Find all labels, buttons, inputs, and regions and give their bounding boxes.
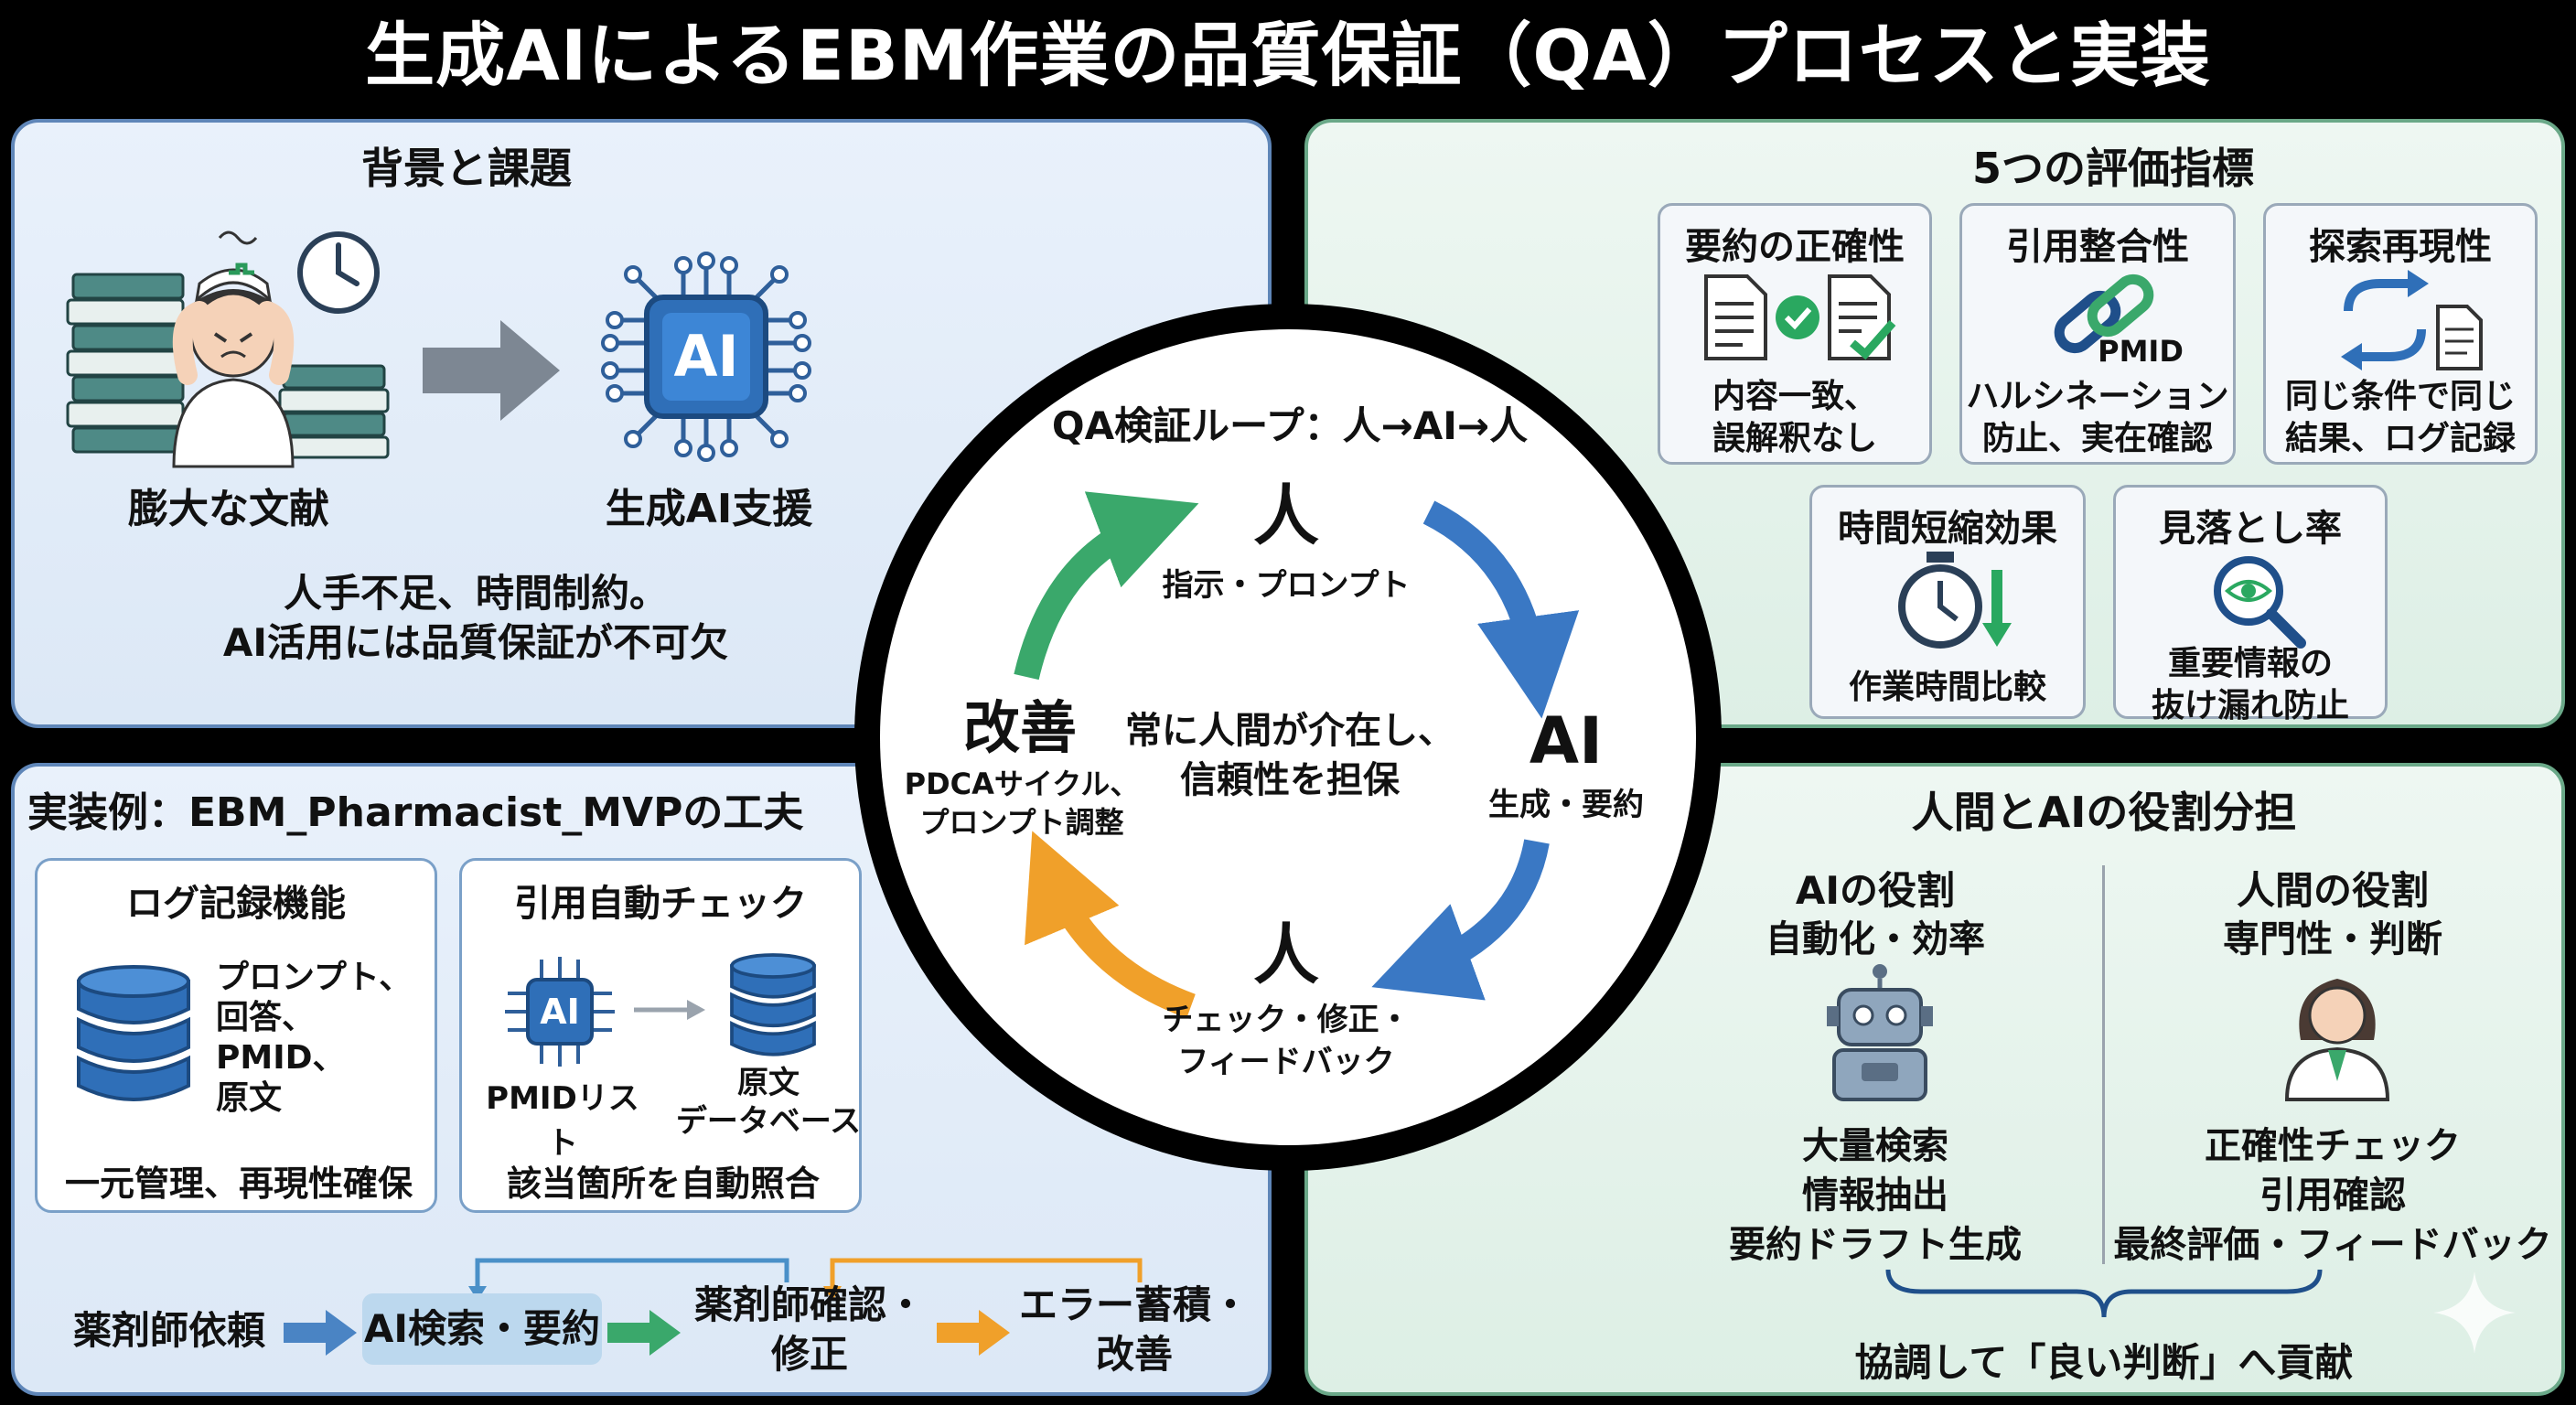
flow-arrow-orange <box>937 1310 1010 1356</box>
flow-step-error-accumulation: エラー蓄積・ 改善 <box>1018 1282 1250 1377</box>
database-icon <box>77 965 190 1101</box>
small-ai-chip-icon <box>505 957 615 1067</box>
refresh-document-icon <box>2341 270 2483 370</box>
roles-footer: 協調して「良い判断」へ貢献 <box>1854 1340 2354 1385</box>
loop-top-sub: 指示・プロンプト <box>1162 567 1411 604</box>
metric-card-title: 要約の正確性 <box>1685 226 1905 268</box>
flow-step-request: 薬剤師依頼 <box>72 1308 265 1353</box>
pmid-badge: PMID <box>2098 334 2184 369</box>
loop-arrows <box>1014 491 1580 1019</box>
human-role-tasks: 正確性チェック 引用確認 最終評価・フィードバック <box>2113 1125 2552 1266</box>
metric-card-citation: 引用整合性 PMID ハルシネーション 防止、実在確認 <box>1959 203 2236 465</box>
metric-card-time: 時間短縮効果 作業時間比較 <box>1809 485 2086 719</box>
ai-support-label: 生成AI支援 <box>605 486 813 532</box>
loop-bottom-sub: チェック・修正・ フィードバック <box>1162 1002 1411 1080</box>
log-box: ログ記録機能 プロンプト、 回答、 PMID、 原文 一元管理、再現性確保 <box>35 858 437 1213</box>
loop-bottom-head: 人 <box>1252 917 1319 993</box>
role-divider <box>2102 865 2105 1264</box>
literature-label: 膨大な文献 <box>128 486 329 532</box>
metrics-title: 5つの評価指標 <box>1971 144 2254 193</box>
gray-arrow-icon <box>634 1000 705 1020</box>
robot-icon <box>1827 964 1933 1101</box>
book-stack-left <box>66 273 185 454</box>
arrow-top-to-right <box>1422 500 1580 719</box>
metric-card-desc: 内容一致、 誤解釈なし <box>1712 378 1877 457</box>
flow-arrow-green <box>607 1310 681 1356</box>
human-role-title: 人間の役割 <box>2236 868 2429 913</box>
stopwatch-icon <box>1898 552 2012 649</box>
literature-illustration <box>66 231 390 468</box>
page-title: 生成AIによるEBM作業の品質保証（QA）プロセスと実装 <box>365 15 2211 96</box>
ai-role-sub: 自動化・効率 <box>1766 918 1985 960</box>
log-items: プロンプト、 回答、 PMID、 原文 <box>216 959 413 1117</box>
human-role-sub: 専門性・判断 <box>2223 918 2442 960</box>
metric-card-reproducibility: 探索再現性 同じ条件で同じ 結果、ログ記録 <box>2263 203 2538 465</box>
metric-card-title: 見落とし率 <box>2159 508 2342 550</box>
metric-card-desc: 重要情報の 抜け漏れ防止 <box>2151 645 2349 724</box>
metric-card-miss-rate: 見落とし率 重要情報の 抜け漏れ防止 <box>2113 485 2388 724</box>
metric-card-accuracy: 要約の正確性 内容一致、 誤解釈なし <box>1658 203 1932 465</box>
arrow-bottom-to-left <box>1025 831 1196 1019</box>
loop-title: QA検証ループ：人→AI→人 <box>1051 403 1529 448</box>
citation-title: 引用自動チェック <box>514 883 807 925</box>
chain-link-icon <box>2054 273 2154 354</box>
metric-card-desc: ハルシネーション 防止、実在確認 <box>1966 378 2229 457</box>
background-title: 背景と課題 <box>361 144 572 193</box>
implementation-title: 実装例：EBM_Pharmacist_MVPの工夫 <box>27 789 804 836</box>
arrow-left-to-top <box>1014 491 1199 681</box>
pmid-list-label: PMIDリスト <box>486 1080 639 1162</box>
brace-icon <box>1885 1269 2323 1318</box>
metric-card-title: 探索再現性 <box>2309 226 2492 268</box>
flow-arrow-blue <box>284 1310 357 1356</box>
ai-chip-text: AI <box>673 323 739 390</box>
loop-right-sub: 生成・要約 <box>1488 787 1644 823</box>
magnifier-eye-icon <box>2214 556 2306 649</box>
document-check-icon <box>1704 274 1896 360</box>
background-summary: 人手不足、時間制約。 AI活用には品質保証が不可欠 <box>222 571 729 665</box>
clock-icon <box>297 231 380 314</box>
loop-top-head: 人 <box>1252 477 1319 554</box>
database-icon <box>730 953 816 1056</box>
pharmacist-icon <box>2284 979 2390 1101</box>
flow-step-ai-search: AI検索・要約 <box>362 1293 602 1365</box>
metric-card-desc: 作業時間比較 <box>1848 669 2046 706</box>
metric-card-title: 引用整合性 <box>2006 226 2189 268</box>
loop-center-text: 常に人間が介在し、 信頼性を担保 <box>1125 710 1454 801</box>
roles-title: 人間とAIの役割分担 <box>1911 788 2297 837</box>
small-ai-chip-text: AI <box>540 992 580 1032</box>
metric-card-desc: 同じ条件で同じ 結果、ログ記録 <box>2284 378 2516 457</box>
loop-circle-inner <box>880 329 1696 1145</box>
source-database-label: 原文 データベース <box>675 1065 862 1140</box>
gray-arrow-icon <box>423 320 560 421</box>
sparkle-icon <box>2433 1271 2516 1354</box>
log-footer: 一元管理、再現性確保 <box>64 1164 413 1204</box>
arrow-right-to-bottom <box>1371 839 1550 1001</box>
flow-step-pharmacist-check: 薬剤師確認・ 修正 <box>693 1282 925 1377</box>
citation-footer: 該当箇所を自動照合 <box>506 1164 820 1204</box>
citation-box: 引用自動チェック AI PMIDリスト 原文 データベース 該当箇所を自動照合 <box>459 858 862 1213</box>
loop-right-head: AI <box>1529 703 1604 778</box>
book-stack-right <box>278 364 390 459</box>
log-title: ログ記録機能 <box>126 883 346 925</box>
ai-role-tasks: 大量検索 情報抽出 要約ドラフト生成 <box>1729 1125 2022 1266</box>
nurse-icon <box>172 231 295 468</box>
ai-chip-icon <box>601 252 811 462</box>
metric-card-title: 時間短縮効果 <box>1838 508 2057 550</box>
ai-role-title: AIの役割 <box>1795 868 1956 913</box>
loop-left-sub: PDCAサイクル、 プロンプト調整 <box>904 767 1140 840</box>
loop-left-head: 改善 <box>962 694 1077 761</box>
